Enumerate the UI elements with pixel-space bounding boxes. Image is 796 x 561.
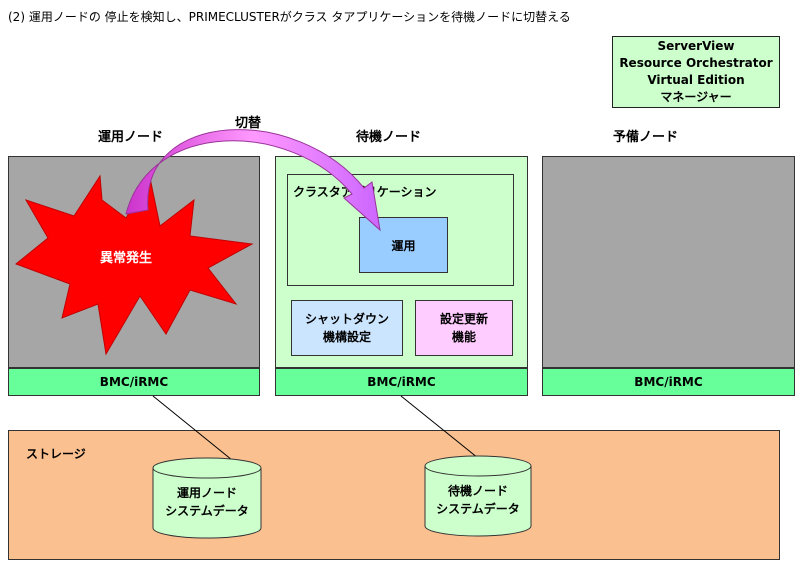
error-label: 異常発生: [100, 251, 153, 266]
config-update-line-1: 設定更新: [439, 312, 488, 326]
standby-node-label: 待機ノード: [356, 130, 422, 145]
running-box: 運用: [359, 217, 448, 273]
active-data-line-2: システムデータ: [165, 504, 249, 518]
shutdown-line-1: シャットダウン: [304, 312, 389, 326]
manager-line-1: ServerView: [657, 39, 735, 53]
spare-node-label: 予備ノード: [613, 130, 679, 145]
standby-storage-link: [400, 395, 479, 459]
active-node-bmc: BMC/iRMC: [8, 368, 260, 396]
config-update-line-2: 機能: [451, 330, 476, 344]
active-data-cylinder: [152, 457, 262, 539]
standby-data-line-2: システムデータ: [436, 502, 520, 516]
standby-data-label: 待機ノード システムデータ: [425, 478, 531, 522]
diagram-caption: (2) 運用ノードの 停止を検知し、PRIMECLUSTERがクラス タアプリケ…: [8, 10, 571, 24]
standby-node-bmc: BMC/iRMC: [275, 368, 528, 396]
spare-node-bmc: BMC/iRMC: [542, 368, 795, 396]
config-update-box: 設定更新 機能: [415, 300, 513, 356]
active-storage-link: [152, 395, 233, 461]
switch-arrow: [125, 129, 381, 232]
error-explosion: [15, 174, 254, 356]
manager-line-2: Resource Orchestrator: [619, 56, 773, 70]
active-data-line-1: 運用ノード: [176, 486, 237, 500]
manager-box: ServerView Resource Orchestrator Virtual…: [612, 36, 780, 108]
storage-title: ストレージ: [26, 447, 86, 461]
storage-area: [8, 430, 780, 560]
shutdown-line-2: 機構設定: [322, 330, 371, 344]
spare-node: [542, 156, 795, 368]
standby-data-cylinder: [424, 455, 532, 537]
active-data-label: 運用ノード システムデータ: [153, 480, 261, 524]
shutdown-config-box: シャットダウン 機構設定: [291, 300, 403, 356]
standby-data-line-1: 待機ノード: [447, 484, 508, 498]
manager-line-4: マネージャー: [660, 90, 732, 104]
active-node-label: 運用ノード: [98, 130, 164, 145]
switch-label: 切替: [235, 116, 262, 131]
manager-line-3: Virtual Edition: [647, 73, 745, 87]
